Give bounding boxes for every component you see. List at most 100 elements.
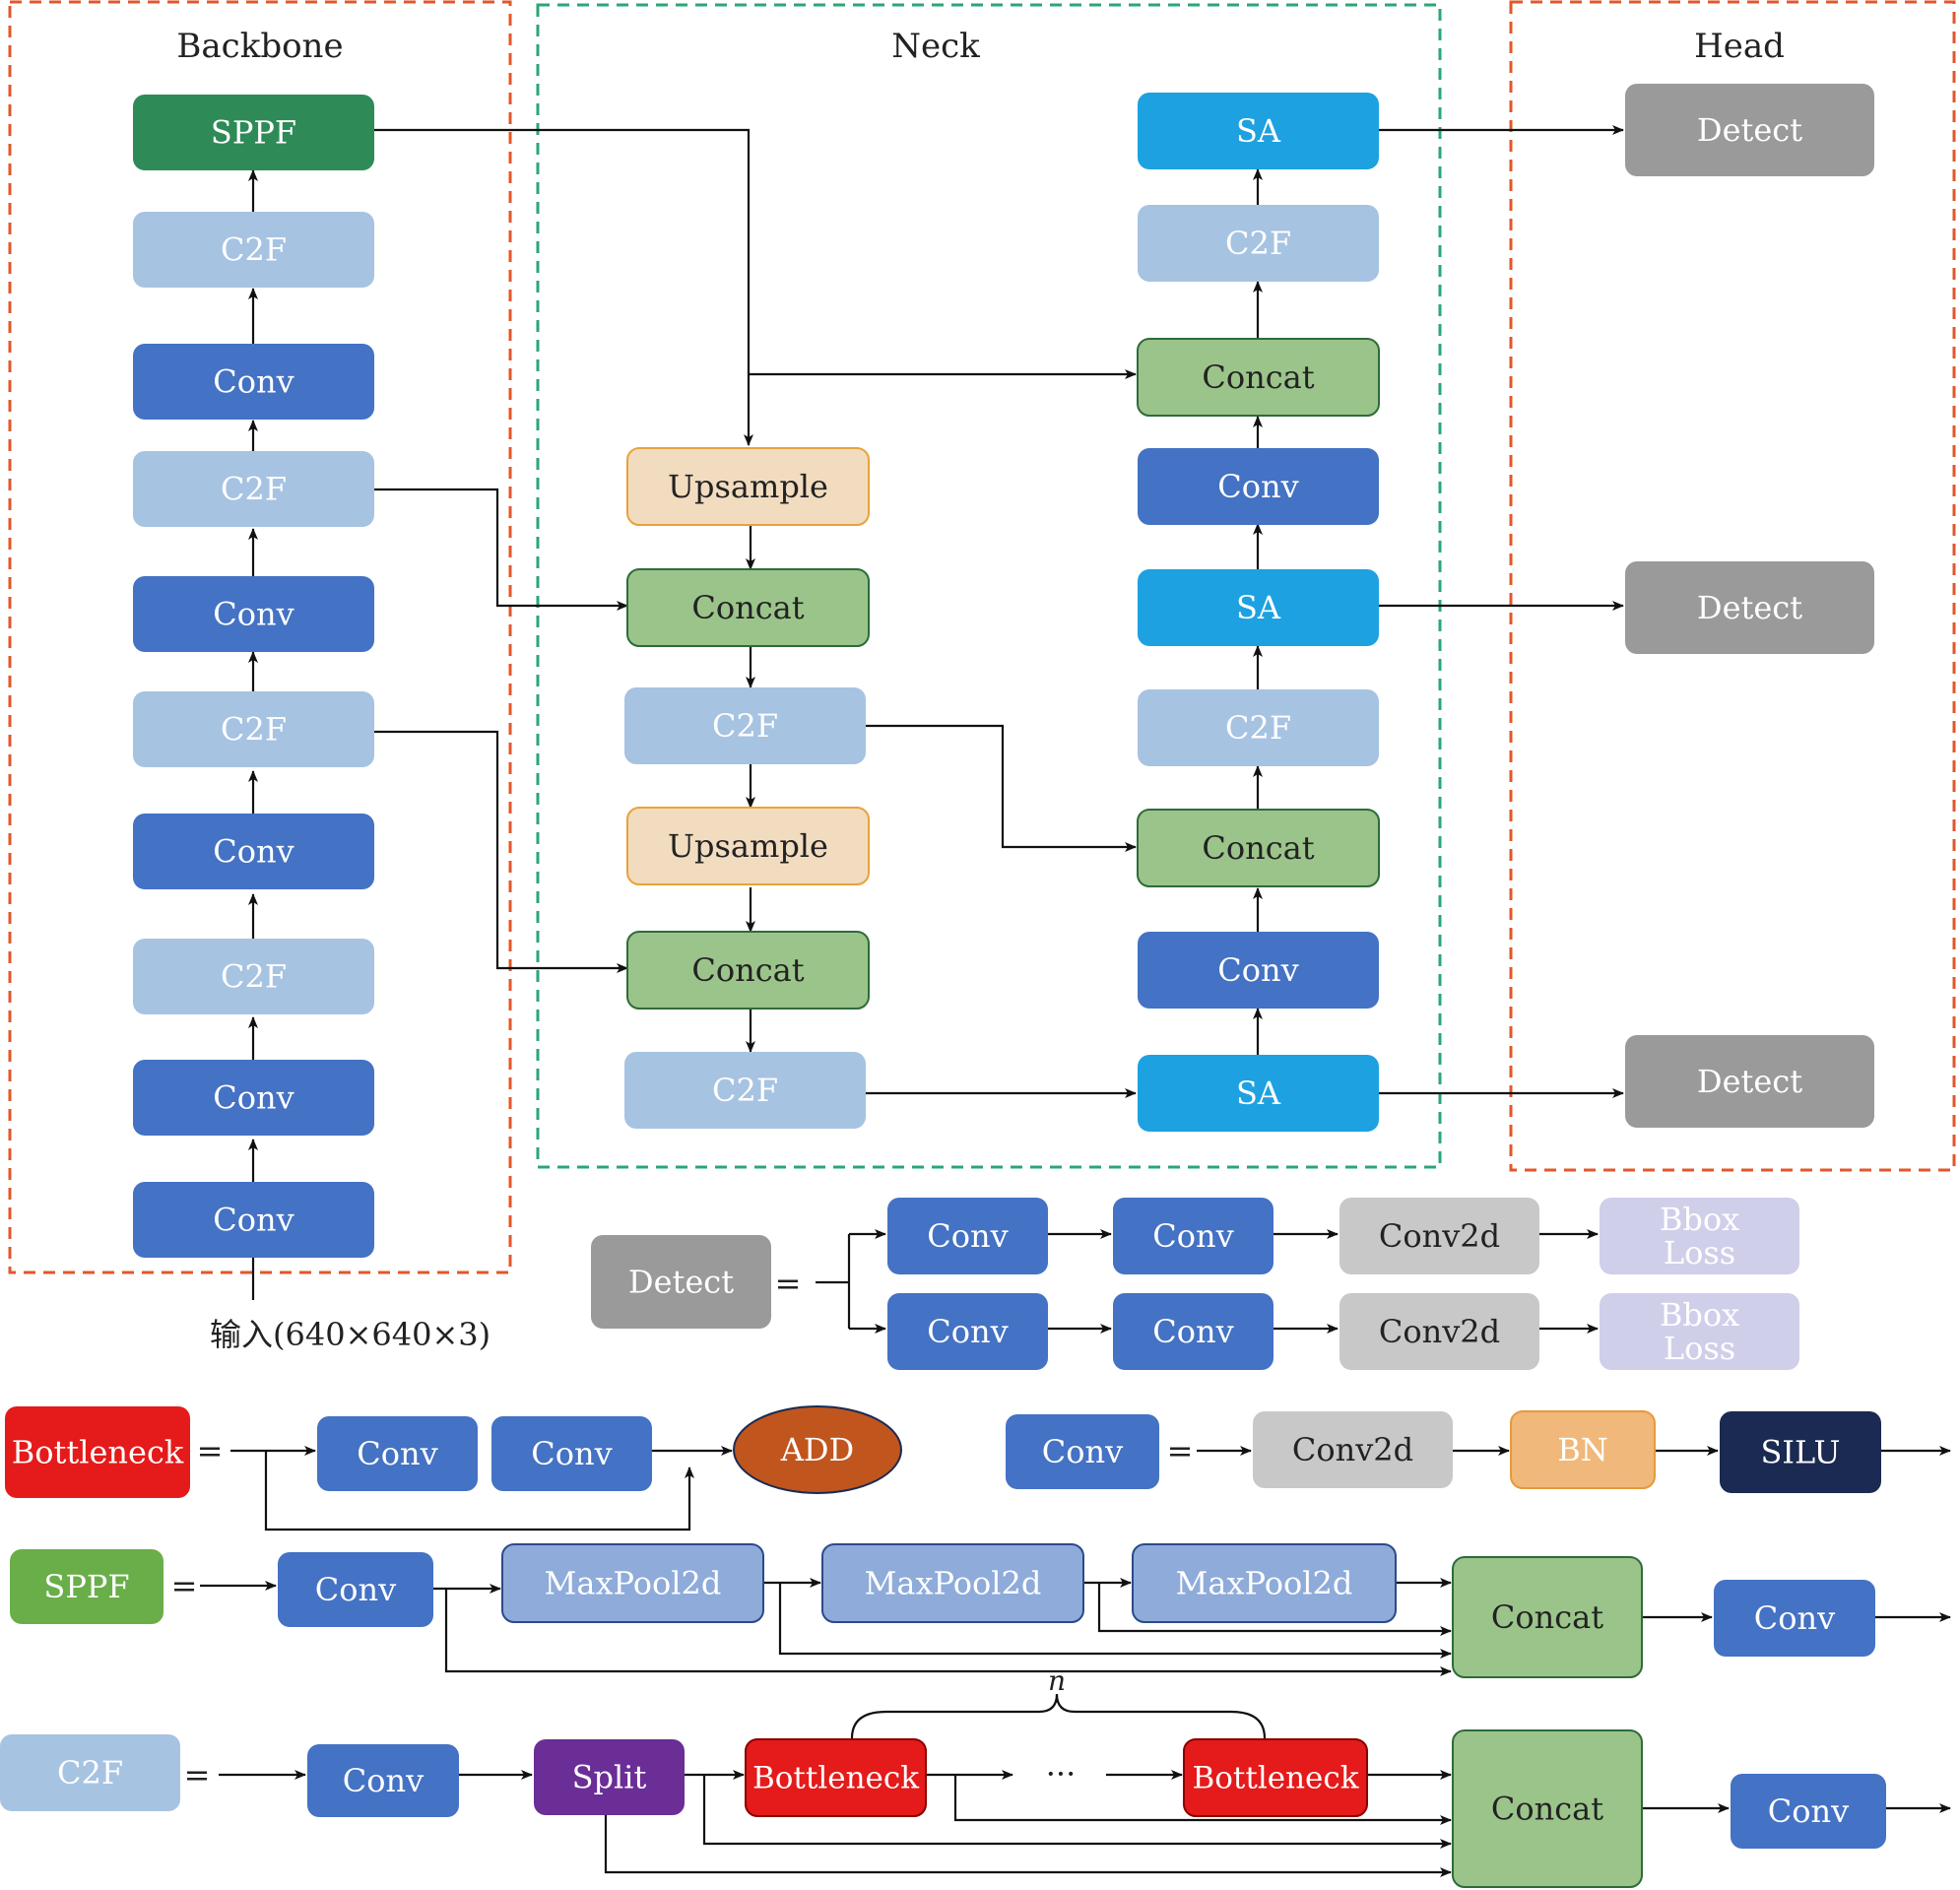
legend-detect-box [591,1235,771,1329]
legend-detect-row2-3: Conv2d [1339,1293,1539,1370]
backbone-c2f-2: C2F [133,451,374,527]
legend-bottleneck-box [5,1406,190,1498]
legend-detect-row2-4-box [1600,1293,1799,1370]
legend-c2f-conv-2-box [1731,1774,1886,1849]
legend-add-ellipse [733,1405,902,1494]
backbone-c2f-2-box [133,451,374,527]
legend-detect-row1-2: Conv [1113,1198,1274,1274]
neck-c2f-1: C2F [624,687,866,764]
legend-add-node: ADD [733,1405,902,1494]
backbone-conv-1: Conv [133,344,374,420]
legend-detect-row1-4-box [1600,1198,1799,1274]
legend-bottleneck-conv-2-box [491,1416,652,1491]
legend-bottleneck-conv-1-label: Conv [357,1435,437,1472]
neck-conv-1-box [1138,448,1379,525]
neck-sa-3-label: SA [1236,1075,1281,1112]
legend-detect-row1-2-box [1113,1198,1274,1274]
backbone-c2f-1-label: C2F [221,231,287,269]
legend-conv-label: Conv [1042,1433,1123,1470]
legend-conv-bn-label: BN [1557,1431,1608,1468]
legend-sppf-concat-label: Concat [1491,1598,1603,1636]
legend-detect-row2-2-label: Conv [1152,1313,1233,1350]
legend-c2f-split-label: Split [572,1759,647,1796]
backbone-c2f-3-box [133,691,374,767]
backbone-c2f-3: C2F [133,691,374,767]
backbone-conv-4-box [133,1060,374,1136]
neck-sa-2-label: SA [1236,589,1281,626]
legend-c2f-box [0,1734,180,1811]
legend-detect-row1-1-box [887,1198,1048,1274]
neck-sa-3: SA [1138,1055,1379,1132]
neck-c2f-3-label: C2F [1225,225,1291,262]
legend-sppf-concat: Concat [1452,1556,1643,1678]
legend-detect-row2-3-label: Conv2d [1379,1313,1500,1350]
legend-bottleneck-conv-1: Conv [317,1416,478,1491]
legend-detect-row1-3-label: Conv2d [1379,1217,1500,1255]
backbone-conv-4: Conv [133,1060,374,1136]
neck-sa-1: SA [1138,93,1379,169]
legend-c2f: C2F [0,1734,180,1811]
legend-detect-row1-3-box [1339,1198,1539,1274]
backbone-c2f-1-box [133,212,374,288]
head-detect-2-label: Detect [1697,589,1802,626]
legend-conv-silu-label: SILU [1760,1434,1840,1471]
head-frame [1509,0,1956,1172]
legend-bottleneck-label: Bottleneck [12,1433,184,1470]
legend-conv-bn: BN [1510,1410,1656,1489]
legend-c2f-eq: = [184,1756,211,1793]
neck-c2f-4-label: C2F [1225,709,1291,747]
neck-c2f-1-box [624,687,866,764]
neck-c2f-1-label: C2F [712,707,778,745]
backbone-frame [8,0,512,1274]
neck-title: Neck [891,27,980,66]
legend-bottleneck-eq: = [197,1432,224,1469]
legend-conv-conv2d-box [1253,1411,1453,1488]
backbone-c2f-4-label: C2F [221,958,287,996]
backbone-conv-2-box [133,576,374,652]
backbone-conv-5: Conv [133,1182,374,1258]
legend-sppf-label: SPPF [43,1568,129,1605]
legend-sppf-conv-2: Conv [1714,1580,1875,1657]
neck-conv-2-box [1138,932,1379,1009]
legend-bottleneck: Bottleneck [5,1406,190,1498]
legend-c2f-conv-2-label: Conv [1768,1792,1849,1830]
backbone-title: Backbone [176,27,343,66]
legend-conv-eq: = [1167,1432,1194,1469]
legend-c2f-label: C2F [57,1754,123,1792]
neck-concat-3-label: Concat [1202,358,1314,396]
legend-detect-row2-2-box [1113,1293,1274,1370]
legend-c2f-bottleneck-2-box [1183,1738,1368,1817]
legend-sppf-box [10,1549,163,1624]
backbone-conv-2: Conv [133,576,374,652]
neck-sa-2: SA [1138,569,1379,646]
neck-upsample-2-label: Upsample [668,827,828,865]
legend-sppf-maxpool-1-box [501,1543,764,1623]
legend-detect-row2-1-label: Conv [927,1313,1008,1350]
n-label: n [1048,1664,1066,1697]
head-detect-3: Detect [1625,1035,1874,1128]
backbone-c2f-4-box [133,939,374,1014]
neck-conv-2: Conv [1138,932,1379,1009]
neck-conv-2-label: Conv [1217,951,1298,989]
neck-upsample-2-box [626,807,870,885]
legend-c2f-ellipsis: ··· [1046,1755,1077,1792]
neck-concat-2-label: Concat [691,951,804,989]
head-title: Head [1694,27,1785,66]
legend-detect-row1-1-label: Conv [927,1217,1008,1255]
legend-c2f-concat-label: Concat [1491,1791,1603,1828]
legend-detect: Detect [591,1235,771,1329]
neck-c2f-4-box [1138,689,1379,766]
backbone-conv-4-label: Conv [213,1079,294,1117]
legend-add-label: ADD [780,1431,854,1468]
legend-sppf-maxpool-2: MaxPool2d [821,1543,1084,1623]
legend-sppf-eq: = [171,1567,198,1604]
legend-bottleneck-conv-2: Conv [491,1416,652,1491]
neck-frame [536,3,1442,1169]
legend-conv-conv2d: Conv2d [1253,1411,1453,1488]
neck-concat-4-label: Concat [1202,829,1314,867]
legend-detect-row2-1-box [887,1293,1048,1370]
legend-c2f-conv-2: Conv [1731,1774,1886,1849]
neck-concat-1-label: Concat [691,589,804,626]
